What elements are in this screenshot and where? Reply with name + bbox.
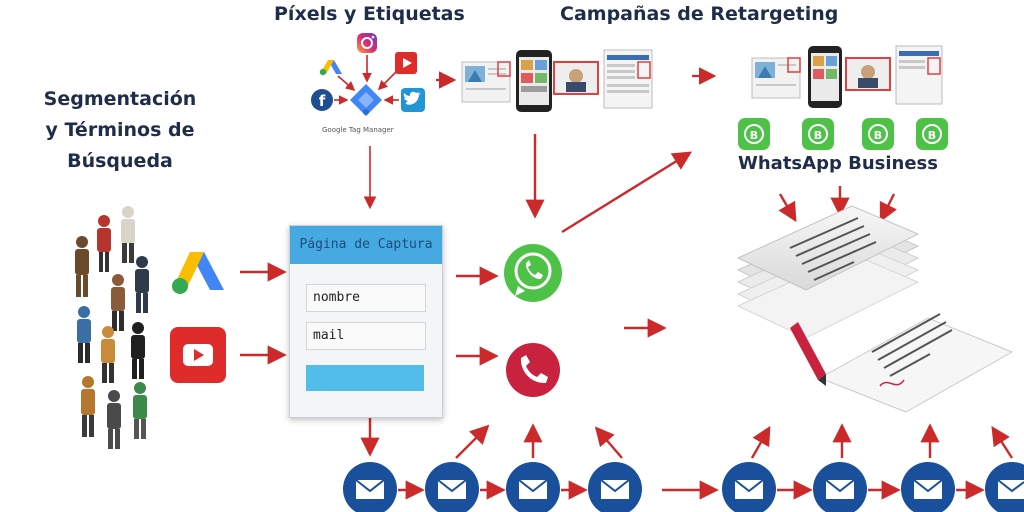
segmentation-line-1: Segmentación [43,88,197,110]
envelope-icon [901,462,955,512]
google-ads-small-icon [319,60,342,76]
retargeting-screens-left [461,49,653,112]
svg-text:B: B [874,129,882,142]
retargeting-screens-right [751,45,943,108]
envelope-icon [985,462,1024,512]
svg-text:B: B [928,129,936,142]
google-tag-manager-icon [350,84,382,116]
documents-contract-icon [736,205,1014,413]
title-retargeting: Campañas de Retargeting [560,3,839,25]
whatsapp-business-label: WhatsApp Business [738,153,938,174]
submit-button[interactable] [306,365,424,391]
pixels-tag-cluster: f Google Tag Manager [306,30,436,140]
svg-text:f: f [319,92,326,110]
arrow-youtube-gtm [377,71,397,91]
twitter-icon [401,88,425,112]
capture-page-card: Página de Captura nombre mail [289,225,443,418]
youtube-small-icon [395,52,417,74]
title-segmentation: Segmentación y Términos de Búsqueda [30,84,210,177]
arrow-wab-docs-1 [778,193,797,223]
svg-text:B: B [814,129,822,142]
whatsapp-icon [504,244,562,302]
pixels-tag-diagram: f [311,33,425,116]
gtm-caption: Google Tag Manager [322,126,394,134]
segmentation-line-2: y Términos de [45,119,195,141]
arrow-ads-gtm [337,75,356,92]
envelope-icon [722,462,776,512]
phone-icon [506,343,560,397]
segmentation-line-3: Búsqueda [67,150,173,172]
envelope-icon [425,462,479,512]
arrow-wab-docs-3 [879,193,898,223]
whatsapp-business-icon: B [802,118,834,150]
whatsapp-business-icon: B [862,118,894,150]
envelope-icon [506,462,560,512]
people-group-icon [75,206,149,449]
whatsapp-business-icon: B [738,118,770,150]
whatsapp-business-icon: B [916,118,948,150]
svg-text:B: B [750,129,758,142]
name-field[interactable]: nombre [306,284,426,312]
envelope-icon [588,462,642,512]
email-field[interactable]: mail [306,322,426,350]
email-chain [343,400,1024,512]
pen-icon [790,322,826,386]
capture-page-header: Página de Captura [290,226,442,264]
youtube-icon [170,327,226,383]
arrow-whatsapp-business [561,151,693,234]
facebook-icon: f [311,89,333,111]
envelope-icon [343,462,397,512]
google-ads-icon [172,252,224,294]
title-pixels: Píxels y Etiquetas [274,3,465,25]
instagram-icon [357,33,377,53]
envelope-icon [813,462,867,512]
whatsapp-business-icons: B B B B [738,118,948,150]
